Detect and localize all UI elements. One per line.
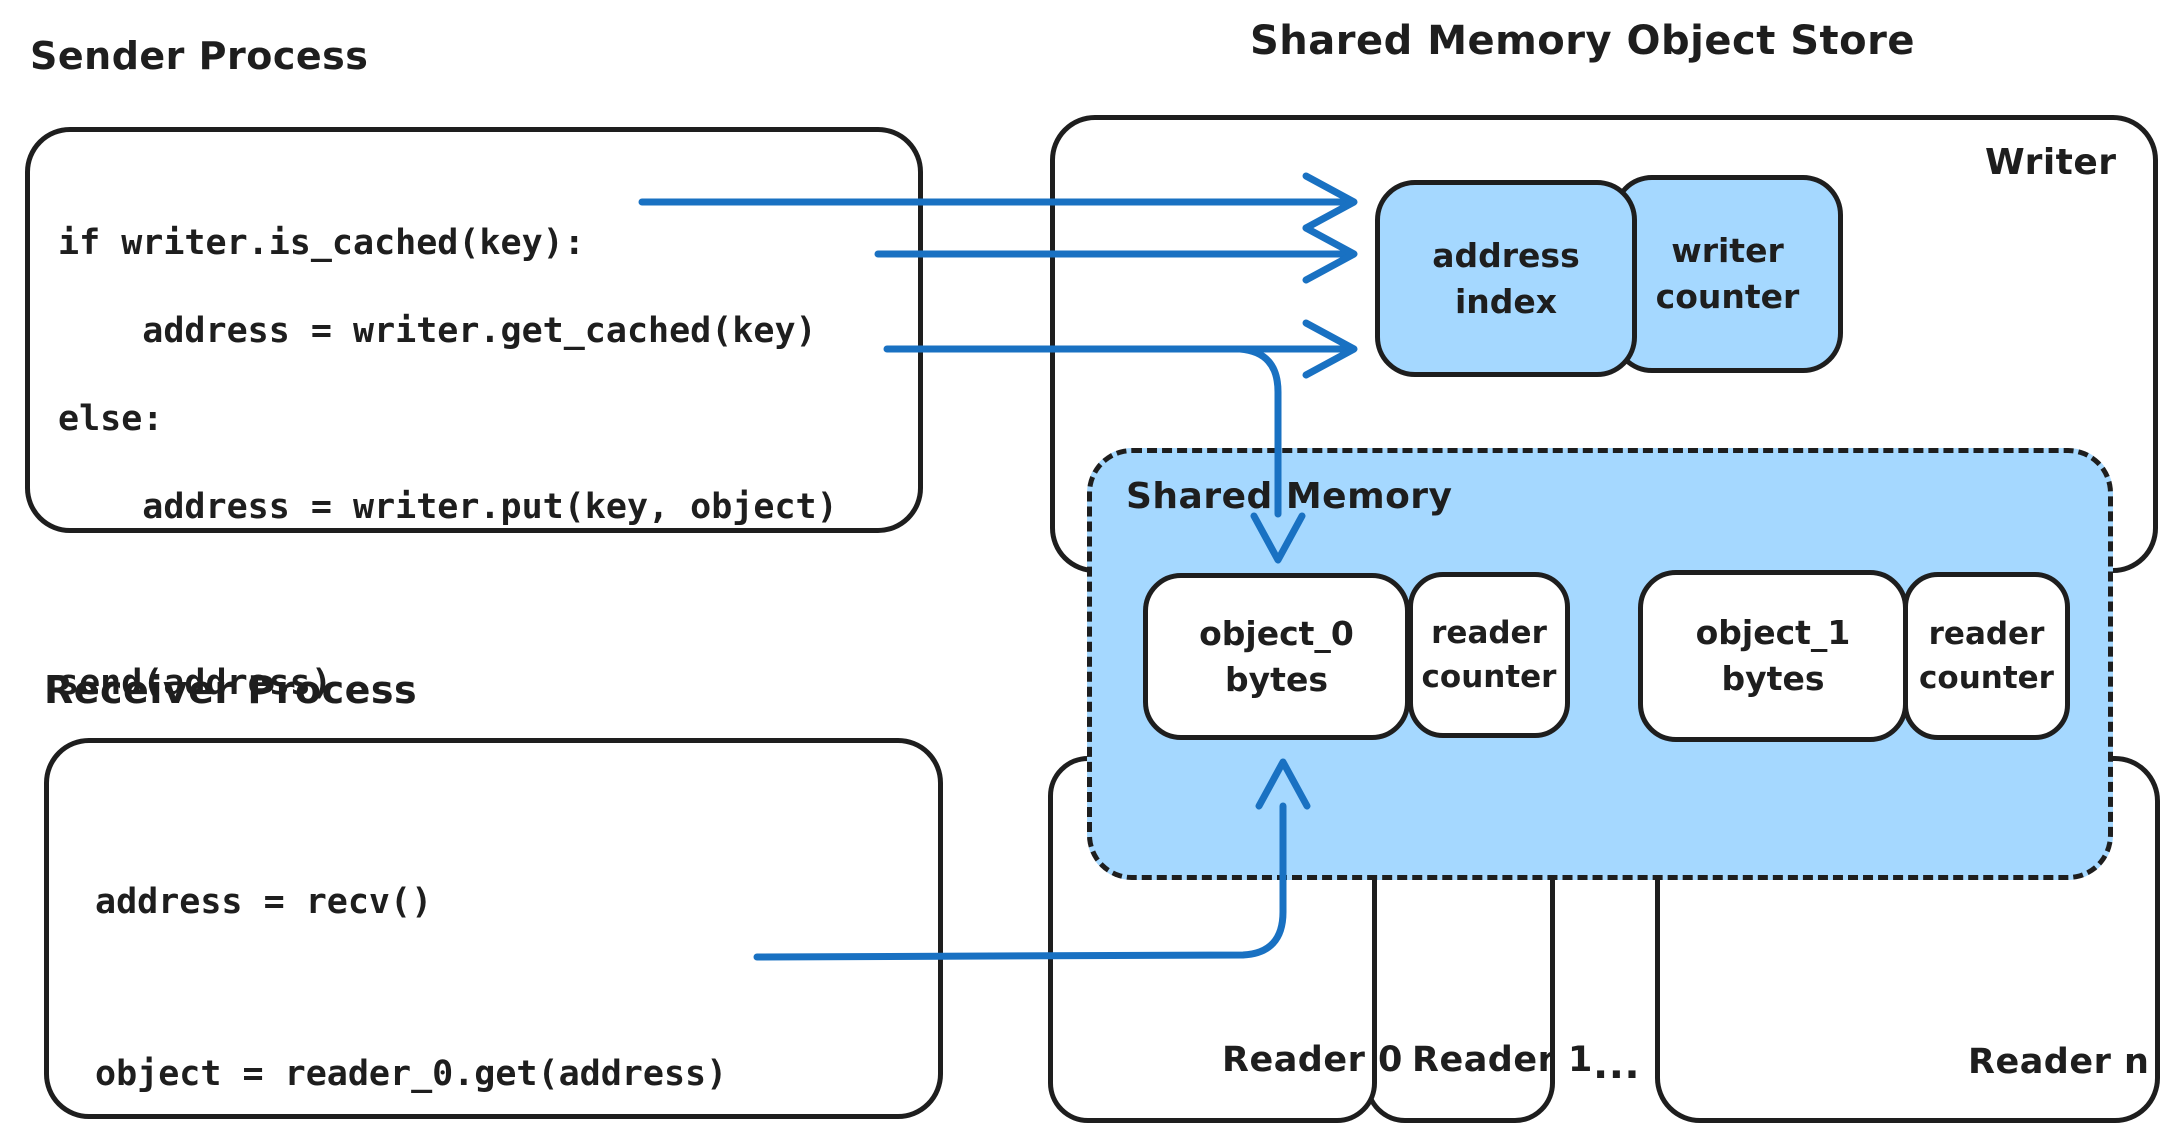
sender-code-line: address = writer.put(key, object) — [58, 487, 838, 527]
object-1-line1: object_1 — [1695, 613, 1851, 652]
sender-code-line — [58, 570, 838, 620]
sender-process-title: Sender Process — [30, 34, 369, 78]
address-index-label-line1: address — [1432, 235, 1580, 275]
reader-counter-0-box: reader counter — [1408, 572, 1570, 738]
reader-0-label: Reader 0 — [1222, 1040, 1403, 1080]
writer-label: Writer — [1985, 142, 2117, 183]
receiver-code-line — [95, 964, 727, 1012]
sender-code-line: send(address) — [58, 663, 332, 703]
object-0-line1: object_0 — [1199, 613, 1354, 653]
address-index-label-line2: index — [1454, 281, 1558, 321]
object-0-box: object_0 bytes — [1143, 573, 1410, 740]
writer-counter-label-line2: counter — [1655, 277, 1800, 316]
reader-counter-0-line2: counter — [1421, 659, 1557, 695]
readers-ellipsis: ... — [1593, 1042, 1641, 1088]
reader-1-label: Reader 1 — [1412, 1040, 1593, 1080]
object-1-line2: bytes — [1721, 659, 1825, 698]
receiver-code-line: object = reader_0.get(address) — [95, 1054, 728, 1094]
sender-code: if writer.is_cached(key): address = writ… — [58, 180, 838, 746]
shared-memory-label: Shared Memory — [1126, 476, 1453, 517]
sender-process-box — [25, 127, 923, 533]
reader-counter-0-line1: reader — [1431, 615, 1547, 651]
receiver-process-title: Receiver Process — [44, 668, 418, 712]
receiver-code: address = recv() object = reader_0.get(a… — [95, 840, 727, 1136]
sender-code-line: else: — [58, 399, 164, 439]
reader-counter-1-line2: counter — [1919, 660, 2054, 696]
store-title: Shared Memory Object Store — [1250, 18, 1916, 64]
reader-n-label: Reader n — [1968, 1042, 2150, 1082]
writer-counter-box: writer counter — [1612, 175, 1843, 373]
object-0-line2: bytes — [1225, 659, 1328, 699]
address-index-box: address index — [1375, 180, 1637, 377]
reader-counter-1-box: reader counter — [1903, 572, 2070, 740]
receiver-code-line: address = recv() — [95, 882, 433, 922]
sender-code-line: address = writer.get_cached(key) — [58, 311, 817, 351]
object-1-box: object_1 bytes — [1638, 570, 1908, 742]
writer-counter-label-line1: writer — [1671, 231, 1784, 270]
sender-code-line: if writer.is_cached(key): — [58, 223, 585, 263]
reader-counter-1-line1: reader — [1928, 616, 2045, 652]
